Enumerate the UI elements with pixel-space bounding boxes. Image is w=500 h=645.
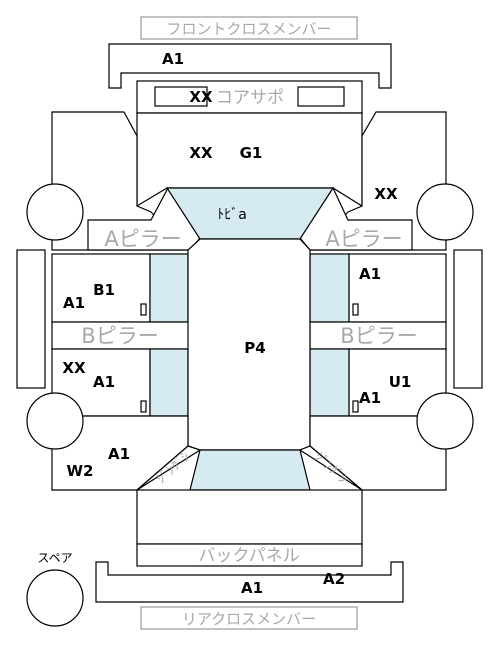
corner-right[interactable]: [298, 445, 363, 491]
a-pillar-right-label: Aピラー: [325, 227, 402, 251]
front-door-right-handle: [352, 303, 359, 316]
front-fender-right-code: XX: [374, 185, 398, 203]
front-door-left-code-1: B1: [93, 281, 115, 299]
rear-window-right[interactable]: [309, 348, 350, 417]
rear-glass[interactable]: [189, 449, 311, 491]
front-cross-member[interactable]: [140, 16, 358, 40]
rear-door-left-handle: [140, 400, 147, 413]
front-door-right-code: A1: [359, 265, 381, 283]
core-support-label: コアサポ: [216, 88, 284, 108]
a-pillar-left-label: Aピラー: [104, 227, 181, 251]
windshield-label: ﾄﾋﾞa: [217, 207, 247, 223]
front-bumper[interactable]: [108, 43, 392, 89]
b-pillar-right-label: Bピラー: [340, 324, 417, 348]
rear-door-right-code-2: A1: [359, 389, 381, 407]
rear-door-right-code-1: U1: [389, 373, 412, 391]
b-pillar-left-label: Bピラー: [81, 324, 158, 348]
rear-bumper-code-2: A2: [323, 570, 345, 588]
back-panel-label: バックパネル: [198, 546, 299, 566]
back-panel[interactable]: [136, 543, 363, 567]
b-pillar-right[interactable]: [309, 321, 447, 350]
wheel-front-right[interactable]: [416, 183, 474, 241]
core-support-right-box: [297, 86, 345, 107]
hood-code-1: XX: [189, 144, 213, 162]
rear-door-right-handle: [352, 400, 359, 413]
core-support-left-box: [154, 86, 208, 107]
hood-code-2: G1: [240, 144, 263, 162]
wheel-rear-left[interactable]: [26, 392, 84, 450]
wheel-rear-right[interactable]: [416, 392, 474, 450]
rear-cross-member[interactable]: [140, 606, 358, 630]
front-bumper-code: A1: [162, 50, 184, 68]
quarter-panel-left-code-1: A1: [108, 445, 130, 463]
side-panel-right[interactable]: [453, 249, 483, 389]
rear-bumper[interactable]: [95, 561, 404, 603]
front-door-left-code-2: A1: [63, 294, 85, 312]
front-door-left-handle: [140, 303, 147, 316]
spare-label: スペア: [37, 551, 72, 565]
rear-window-left[interactable]: [149, 348, 189, 417]
quarter-panel-left-code-2: W2: [67, 462, 94, 480]
roof-code: P4: [244, 339, 265, 357]
core-support-code: XX: [189, 88, 213, 106]
side-panel-left[interactable]: [16, 249, 46, 389]
rear-door-left-code-1: XX: [62, 359, 86, 377]
trunk-lid[interactable]: [136, 489, 363, 545]
rear-door-left-code-2: A1: [93, 373, 115, 391]
rear-bumper-code-1: A1: [241, 579, 263, 597]
front-window-right[interactable]: [309, 253, 350, 323]
spare-tire[interactable]: [26, 569, 84, 627]
rear-cross-member-label: リアクロスメンバー: [182, 610, 316, 628]
front-window-left[interactable]: [149, 253, 189, 323]
wheel-front-left[interactable]: [26, 183, 84, 241]
front-cross-member-label: フロントクロスメンバー: [166, 20, 331, 38]
corner-left[interactable]: [136, 445, 202, 491]
